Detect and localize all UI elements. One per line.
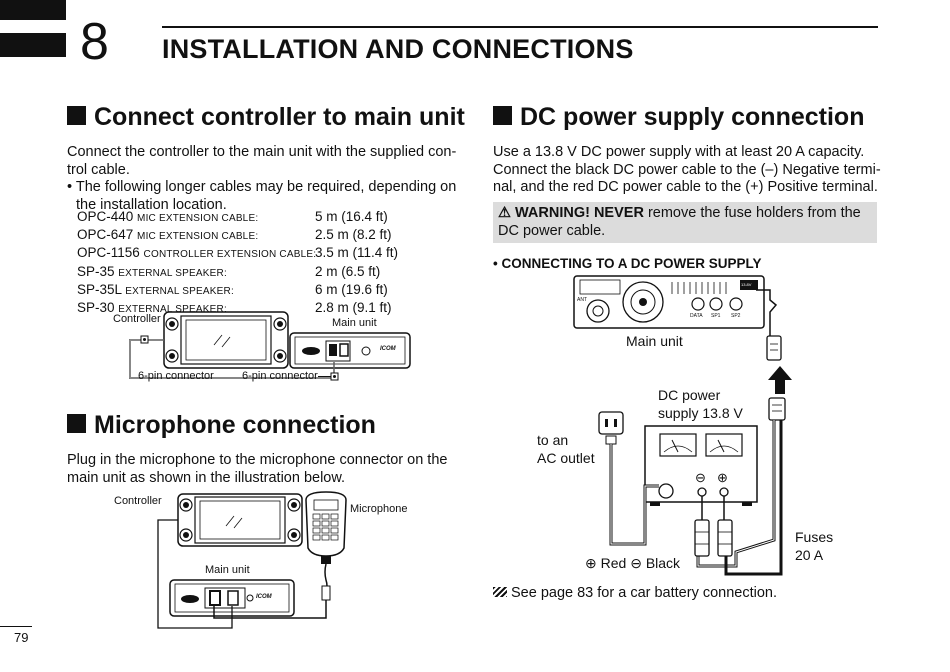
section-title-controller: Connect controller to main unit: [67, 103, 465, 132]
fig-label-sp2: SP2: [731, 313, 741, 319]
chapter-tab-bottom: [0, 33, 66, 57]
dc-subheading: • CONNECTING TO A DC POWER SUPPLY: [493, 256, 762, 271]
controller-paragraph: Connect the controller to the main unit …: [67, 144, 457, 178]
fuse-holder-right: [717, 519, 733, 557]
fig-label-main-unit-mic: Main unit: [205, 564, 250, 576]
controller-bullet: • The following longer cables may be req…: [67, 179, 457, 213]
chapter-number: 8: [80, 13, 109, 71]
page-number-rule: [0, 626, 32, 627]
icom-logo: ICOM: [380, 346, 396, 352]
fuse-holder-left: [694, 519, 710, 557]
fig-label-ac-outlet: to an AC outlet: [537, 432, 595, 466]
main-unit-illustration: [289, 332, 411, 369]
warning-label: ⚠ WARNING! NEVER: [498, 205, 644, 221]
fig-label-6pin-left: 6-pin connector: [138, 370, 214, 382]
section-title-microphone: Microphone connection: [67, 411, 376, 440]
cable-table: OPC-440 mic extension cable: 5 m (16.4 f…: [77, 209, 398, 318]
fig-label-data: DATA: [690, 313, 703, 319]
chapter-tab-top: [0, 0, 66, 20]
controller-illustration: [163, 311, 289, 369]
table-row: OPC-1156 controller extension cable: 3.5…: [77, 245, 399, 261]
main-unit-rear-illustration: [573, 275, 765, 329]
fig-label-13v8: 13.8V: [741, 282, 752, 287]
warning-box: ⚠ WARNING! NEVER remove the fuse holders…: [493, 202, 877, 243]
fig-label-controller-mic: Controller: [114, 495, 162, 507]
fig-label-microphone: Microphone: [350, 503, 408, 515]
fig-label-ant: ANT: [577, 297, 587, 303]
page-number: 79: [14, 630, 29, 645]
section-square-icon: [67, 414, 86, 433]
fig-label-red-black: ⊕ Red ⊖ Black: [585, 555, 681, 571]
power-supply-illustration: [644, 425, 758, 506]
icom-logo: ICOM: [256, 594, 272, 600]
controller-illustration: [177, 493, 303, 547]
table-row: SP-35 external speaker: 2 m (6.5 ft): [77, 263, 381, 279]
fig-label-6pin-right: 6-pin connector: [242, 370, 318, 382]
dc-paragraph: Use a 13.8 V DC power supply with at lea…: [493, 144, 881, 195]
chapter-rule: [162, 26, 878, 28]
fig-label-minus-terminal: ⊖: [695, 470, 706, 485]
fig-label-plus-terminal: ⊕: [717, 470, 728, 485]
fig-label-controller: Controller: [113, 313, 161, 325]
note-line: See page 83 for a car battery connection…: [493, 585, 777, 601]
section-square-icon: [67, 106, 86, 125]
ac-plug-icon: [598, 411, 624, 445]
table-row: SP-35L external speaker: 6 m (19.6 ft): [77, 281, 388, 297]
fig-label-dc-power: DC power supply 13.8 V: [658, 387, 743, 421]
fig-label-main-unit: Main unit: [332, 317, 377, 329]
table-row: SP-30 external speaker: 2.8 m (9.1 ft): [77, 300, 392, 316]
chapter-title: INSTALLATION AND CONNECTIONS: [162, 34, 634, 64]
table-row: OPC-440 mic extension cable: 5 m (16.4 f…: [77, 209, 388, 224]
microphone-illustration: [305, 491, 347, 601]
fig-label-sp1: SP1: [711, 313, 721, 319]
note-icon: [493, 587, 507, 597]
fig-label-main-unit-dc: Main unit: [626, 333, 683, 349]
fig-label-fuses: Fuses 20 A: [795, 529, 834, 563]
main-unit-illustration: [169, 579, 295, 617]
table-row: OPC-647 mic extension cable: 2.5 m (8.2 …: [77, 227, 392, 243]
section-title-dc: DC power supply connection: [493, 103, 864, 132]
section-square-icon: [493, 106, 512, 125]
microphone-paragraph: Plug in the microphone to the microphone…: [67, 452, 448, 486]
